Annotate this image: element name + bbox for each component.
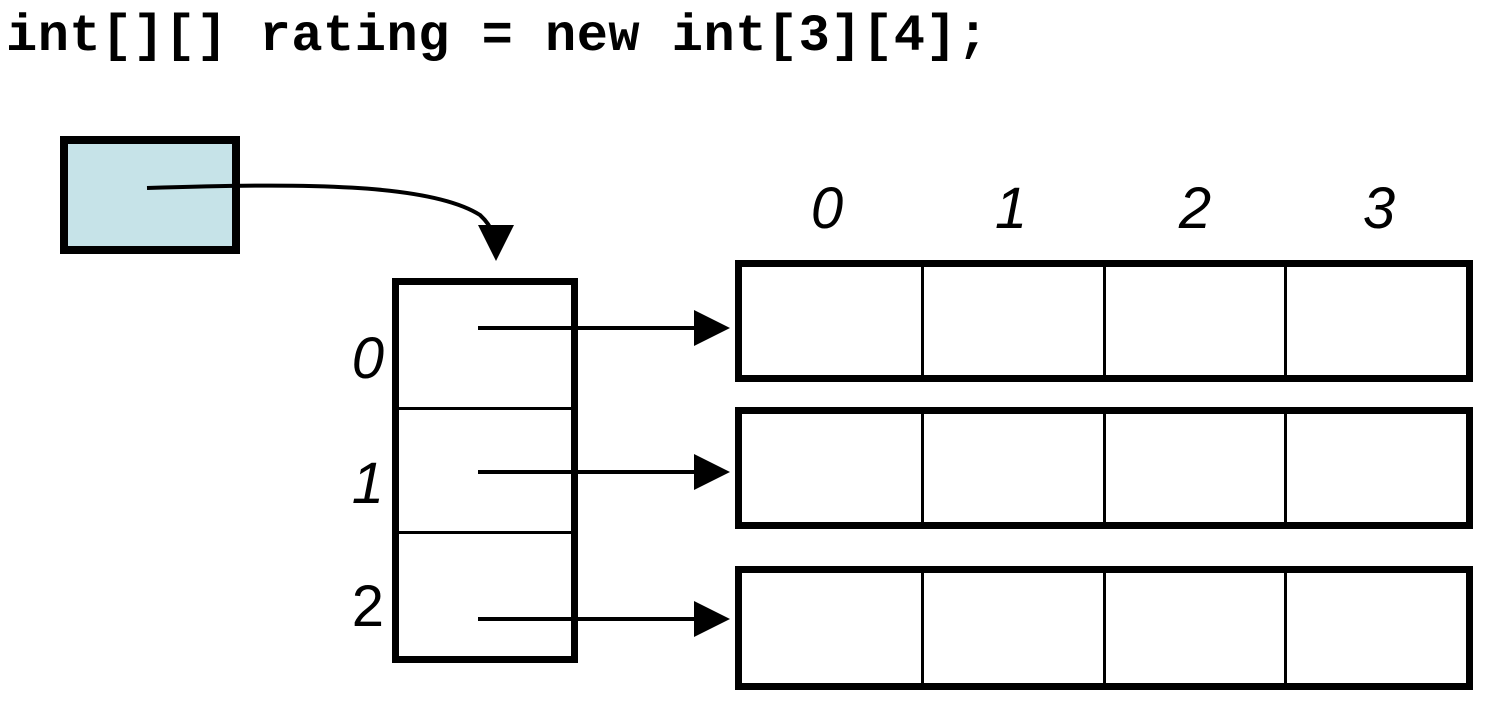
column-header-0: 0 <box>810 176 844 241</box>
inner-array-1-cell-0 <box>742 414 924 522</box>
inner-array-2-cell-2 <box>1105 573 1288 683</box>
code-declaration-line: int[][] rating = new int[3][4]; <box>6 7 989 66</box>
inner-array-0-cell-0 <box>742 267 924 375</box>
inner-array-2-cell-0 <box>742 573 924 683</box>
inner-array-row-2 <box>735 566 1473 690</box>
outer-array-cell-1 <box>399 409 571 535</box>
column-header-3: 3 <box>1362 176 1396 241</box>
inner-array-1-cell-3 <box>1287 414 1466 522</box>
inner-array-1-cell-2 <box>1105 414 1288 522</box>
inner-array-row-0 <box>735 260 1473 382</box>
row-index-label-2: 2 <box>351 574 384 639</box>
outer-array-box <box>392 278 578 663</box>
inner-array-2-cell-3 <box>1287 573 1466 683</box>
outer-array-cell-0 <box>399 285 571 410</box>
inner-array-0-cell-3 <box>1287 267 1466 375</box>
inner-array-0-cell-1 <box>923 267 1106 375</box>
inner-array-row-1 <box>735 407 1473 529</box>
row-index-label-0: 0 <box>351 326 384 391</box>
row-index-label-1: 1 <box>351 451 384 516</box>
inner-array-2-cell-1 <box>923 573 1106 683</box>
inner-array-1-cell-1 <box>923 414 1106 522</box>
inner-array-0-cell-2 <box>1105 267 1288 375</box>
outer-array-cell-2 <box>399 534 571 657</box>
column-header-1: 1 <box>994 176 1028 241</box>
variable-reference-box <box>60 136 240 254</box>
column-header-2: 2 <box>1178 176 1212 241</box>
